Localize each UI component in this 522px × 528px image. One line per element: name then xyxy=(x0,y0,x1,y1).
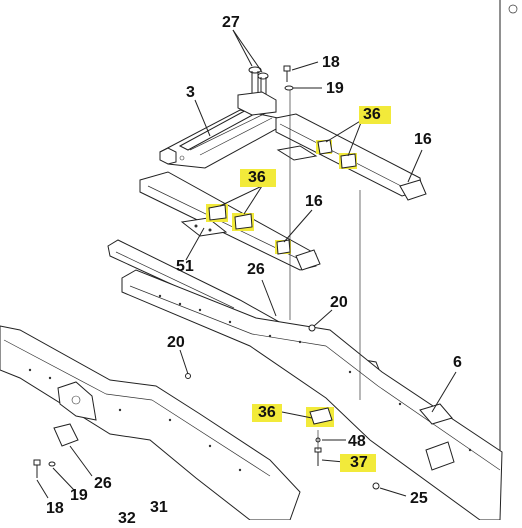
callout-36-a: 36 xyxy=(359,106,391,124)
callout-6: 6 xyxy=(453,354,462,371)
nut-25 xyxy=(372,482,380,490)
bracket-assembly-3 xyxy=(159,91,279,169)
callout-32: 32 xyxy=(118,510,136,527)
callout-19-bottom: 19 xyxy=(70,487,88,504)
callout-16-b: 16 xyxy=(305,193,323,210)
callout-20-b: 20 xyxy=(167,334,185,351)
callout-16-a: 16 xyxy=(414,131,432,148)
callout-36-c: 36 xyxy=(252,404,282,422)
callout-37: 37 xyxy=(340,454,376,472)
plate-51 xyxy=(180,217,228,237)
callout-3: 3 xyxy=(186,84,195,101)
callout-18-top: 18 xyxy=(322,54,340,71)
nut-20-a xyxy=(308,324,316,332)
callout-27: 27 xyxy=(222,14,240,31)
callout-26-bottom: 26 xyxy=(94,475,112,492)
washer-19-bottom xyxy=(48,461,56,467)
callout-20-a: 20 xyxy=(330,294,348,311)
callout-31: 31 xyxy=(150,499,168,516)
bolt-37 xyxy=(314,447,322,466)
nut-20-b xyxy=(185,373,191,379)
rail-16-lower xyxy=(139,171,321,271)
frame-rail-left xyxy=(0,325,301,520)
callout-48: 48 xyxy=(348,433,366,450)
frame-rail-6 xyxy=(121,269,503,520)
washer-19-top xyxy=(284,85,294,91)
bolt-18-top xyxy=(283,65,291,82)
bracket-26-bottom xyxy=(53,423,79,447)
bolt-18-bottom xyxy=(33,459,41,478)
plate-upper xyxy=(276,145,318,161)
callout-19-top: 19 xyxy=(326,80,344,97)
callout-25: 25 xyxy=(410,490,428,507)
callout-26-top: 26 xyxy=(247,261,265,278)
callout-18-bottom: 18 xyxy=(46,500,64,517)
callout-51: 51 xyxy=(176,258,194,275)
callout-36-b: 36 xyxy=(240,169,276,187)
corner-mark-icon xyxy=(508,4,518,14)
